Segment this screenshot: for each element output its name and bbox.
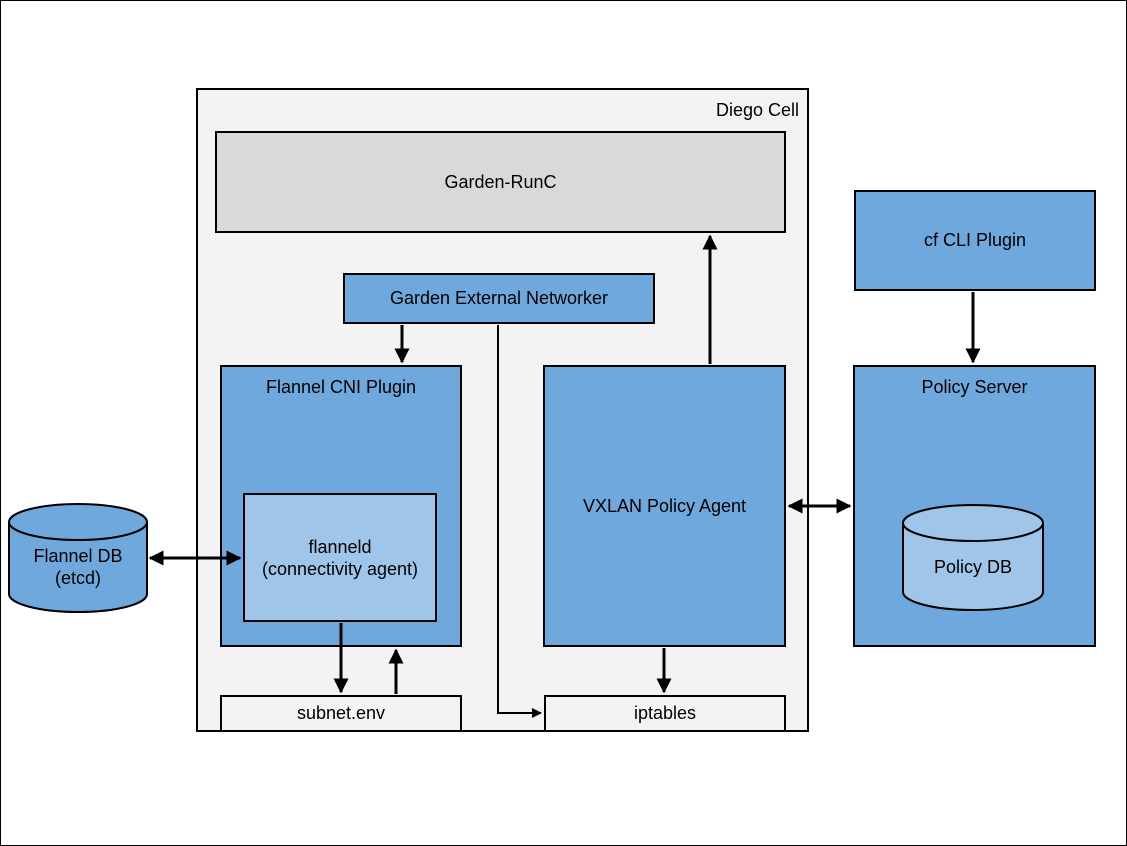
iptables-box: iptables	[544, 695, 786, 732]
subnet-env-label: subnet.env	[296, 703, 386, 723]
vxlan-policy-agent-label: VXLAN Policy Agent	[582, 495, 747, 516]
flanneld-box: flanneld (connectivity agent)	[243, 493, 437, 622]
policy-server-label: Policy Server	[921, 377, 1028, 397]
garden-external-networker-label: Garden External Networker	[389, 288, 609, 308]
arrow-networker-to-iptables	[497, 325, 542, 718]
cf-cli-plugin-box: cf CLI Plugin	[854, 190, 1096, 291]
policy-db-label: Policy DB	[933, 557, 1013, 577]
flanneld-label: flanneld	[308, 536, 372, 557]
flanneld-sublabel: (connectivity agent)	[261, 558, 419, 579]
flannel-cni-plugin-label: Flannel CNI Plugin	[265, 377, 417, 397]
subnet-env-box: subnet.env	[220, 695, 462, 732]
cf-cli-plugin-label: cf CLI Plugin	[923, 230, 1027, 250]
flannel-db-subtitle: (etcd)	[54, 568, 101, 588]
garden-runc-label: Garden-RunC	[444, 171, 557, 192]
flannel-db-title: Flannel DB	[33, 546, 123, 566]
flannel-db-label: Flannel DB (etcd)	[9, 545, 147, 589]
diego-cell-label: Diego Cell	[715, 100, 799, 120]
garden-runc-box: Garden-RunC	[215, 131, 786, 233]
flannel-db-cylinder	[8, 503, 148, 613]
iptables-label: iptables	[633, 703, 697, 723]
vxlan-policy-agent-box: VXLAN Policy Agent	[543, 365, 786, 647]
policy-db-cylinder	[902, 504, 1044, 611]
garden-external-networker-box: Garden External Networker	[343, 273, 655, 324]
